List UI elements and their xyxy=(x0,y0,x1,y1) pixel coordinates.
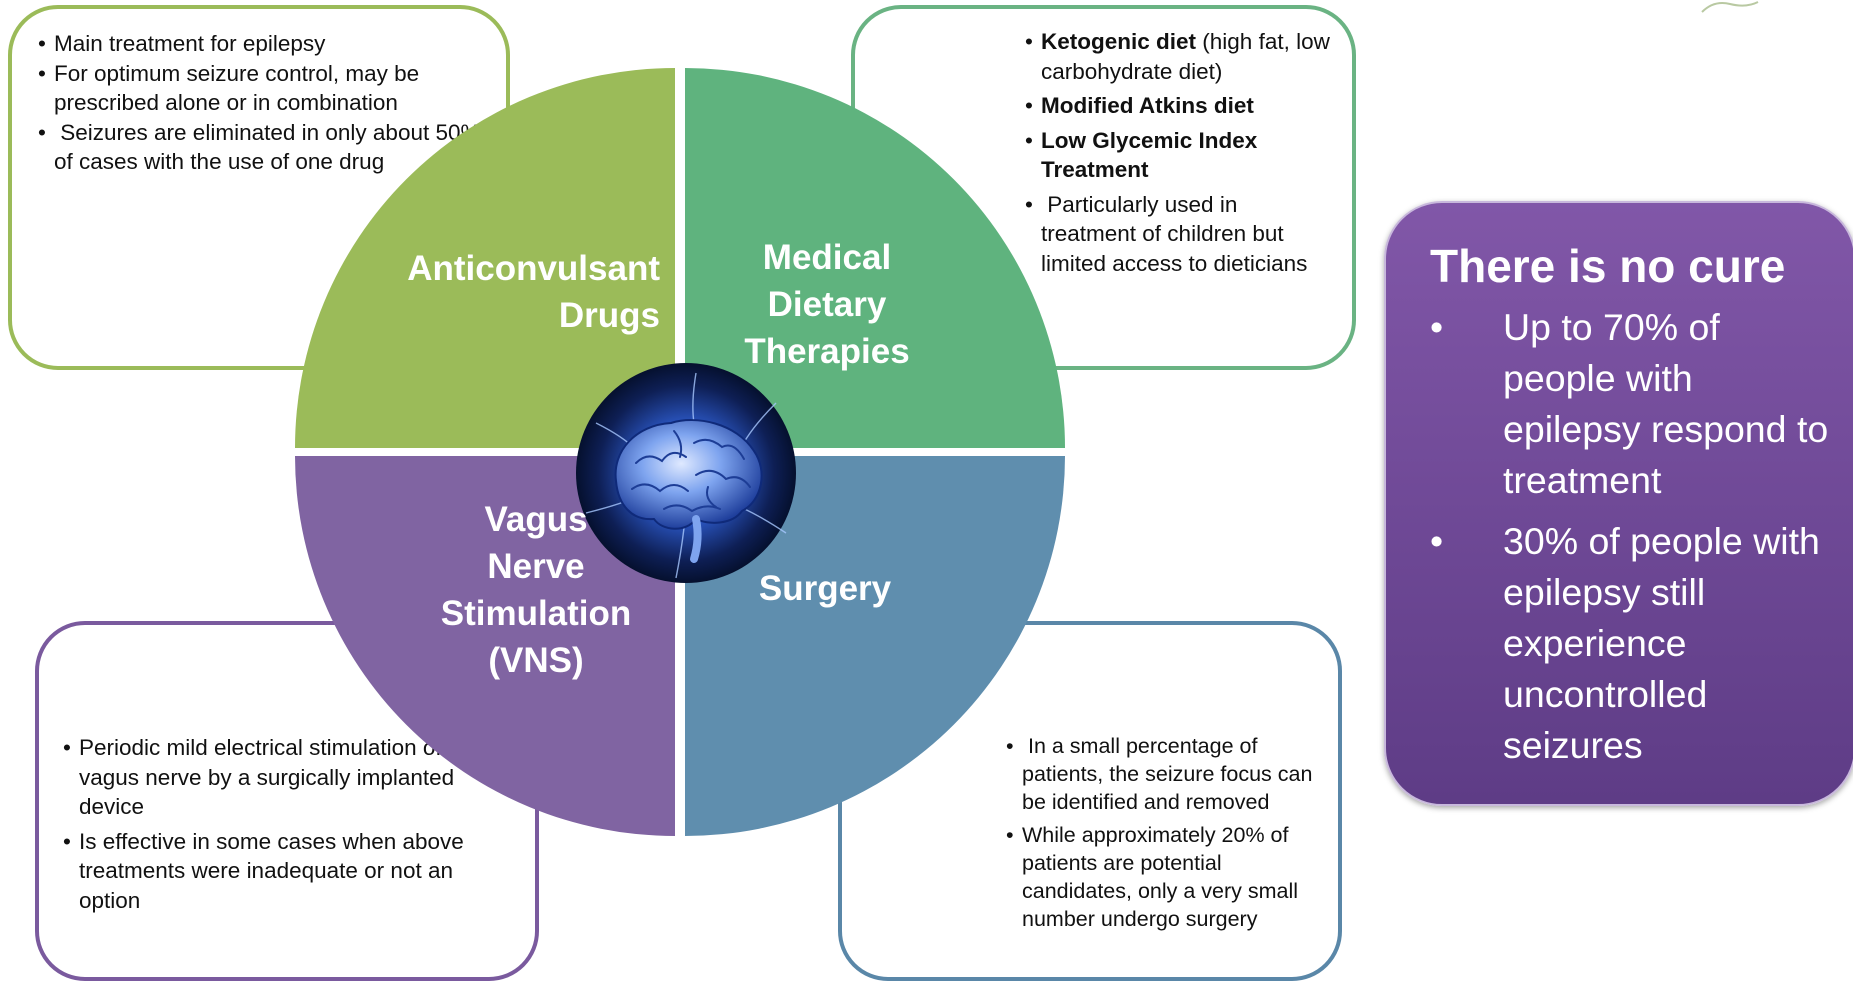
label-anticonvulsant-line: Drugs xyxy=(558,296,660,335)
dietary-bullet-bold: Low Glycemic Index Treatment xyxy=(1041,127,1258,183)
label-dietary: Medical Dietary Therapies xyxy=(727,234,927,375)
dietary-bullet: Ketogenic diet (high fat, low carbohydra… xyxy=(1021,27,1332,86)
dietary-bullet: Particularly used in treatment of childr… xyxy=(1021,190,1332,279)
dietary-bullet: Low Glycemic Index Treatment xyxy=(1021,126,1332,185)
label-dietary-line: Therapies xyxy=(744,332,910,371)
label-vns: Vagus Nerve Stimulation (VNS) xyxy=(422,496,650,684)
vns-bullet: Is effective in some cases when above tr… xyxy=(59,827,515,916)
brain-icon xyxy=(576,363,796,583)
bullet-icon: • xyxy=(1430,306,1444,348)
quadrant-surgery xyxy=(685,456,1065,836)
label-vns-line: Nerve xyxy=(487,547,585,586)
no-cure-panel: There is no cure • Up to 70% of people wi… xyxy=(1384,201,1853,806)
quadrant-anticonvulsant xyxy=(295,68,675,448)
label-surgery: Surgery xyxy=(745,565,905,612)
no-cure-bullet: • Up to 70% of people with epilepsy respo… xyxy=(1430,302,1834,506)
dietary-bullet-text: Particularly used in treatment of childr… xyxy=(1041,191,1308,276)
no-cure-heading: There is no cure xyxy=(1430,240,1786,292)
anticonvulsant-bullet: Seizures are eliminated in only about 50… xyxy=(34,118,486,177)
label-surgery-line: Surgery xyxy=(758,569,892,608)
no-cure-bullet-text: Up to 70% of people with epilepsy respon… xyxy=(1503,306,1829,501)
label-anticonvulsant-line: Anticonvulsant xyxy=(407,249,660,288)
anticonvulsant-bullet: Main treatment for epilepsy xyxy=(34,29,486,59)
label-vns-line: (VNS) xyxy=(488,641,584,680)
dietary-bullet-bold: Modified Atkins diet xyxy=(1041,93,1254,118)
label-anticonvulsant: Anticonvulsant Drugs xyxy=(360,245,660,339)
bullet-icon: • xyxy=(1430,520,1444,562)
label-vns-line: Stimulation xyxy=(440,594,632,633)
label-vns-line: Vagus xyxy=(484,500,588,539)
surgery-bullet: In a small percentage of patients, the s… xyxy=(1002,732,1318,816)
label-dietary-line: Dietary xyxy=(767,285,887,324)
dietary-bullet-bold: Ketogenic diet xyxy=(1041,29,1197,54)
dietary-bullet-text: (high fat, low carbohydrate diet) xyxy=(1041,29,1330,84)
anticonvulsant-bullet: For optimum seizure control, may be pres… xyxy=(34,59,486,118)
label-dietary-line: Medical xyxy=(762,238,892,277)
quadrant-dietary xyxy=(685,68,1065,448)
surgery-bullet: While approximately 20% of patients are … xyxy=(1002,821,1318,933)
treatment-circle xyxy=(295,68,1065,836)
no-cure-bullet: • 30% of people with epilepsy still exper… xyxy=(1430,516,1834,771)
vns-bullet: Periodic mild electrical stimulation of … xyxy=(59,733,515,822)
no-cure-bullet-text: 30% of people with epilepsy still experi… xyxy=(1503,520,1820,766)
quadrant-vns xyxy=(295,456,675,836)
dietary-bullet: Modified Atkins diet xyxy=(1021,91,1332,121)
corner-decoration-icon xyxy=(1701,1,1759,13)
